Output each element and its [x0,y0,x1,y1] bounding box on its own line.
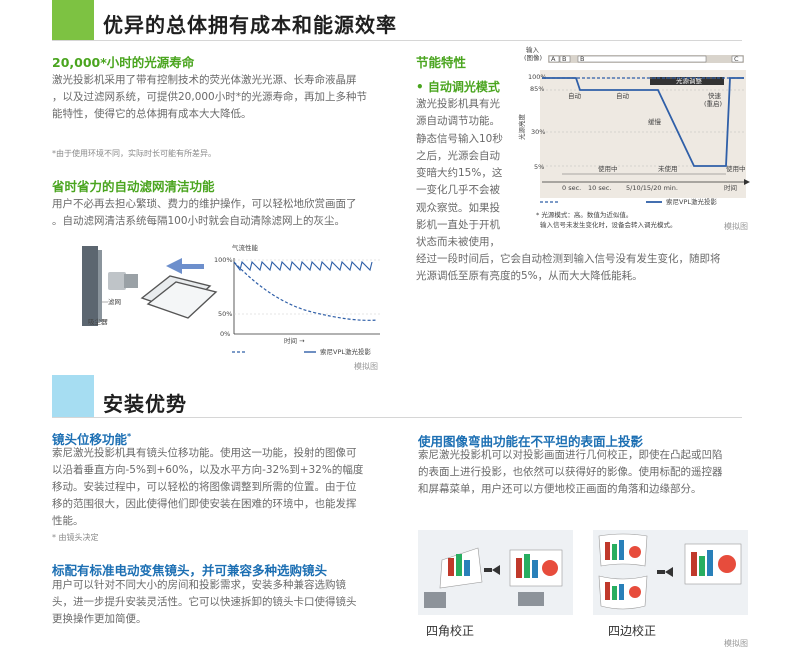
dimming-x-10: 10 sec. [588,184,611,192]
dimming-y-30: 30% [531,128,545,136]
energy-wide-text: 经过一段时间后，它会自动检测到输入信号没有发生变化，随即将 光源调低至原有亮度的… [416,253,721,282]
band-auto2: 自动 [616,91,630,100]
status-not-used: 未使用 [658,164,678,173]
airflow-legend: 索尼VPL激光投影 [320,347,371,356]
filter-text: 用户不必再去担心繁琐、费力的维护操作，可以轻松地欣赏画面了 。自动滤网清洁系统每… [52,198,357,227]
dimming-y-85: 85% [530,85,544,93]
section2-title: 安装优势 [103,392,187,416]
airflow-chart-title: 气流性能 [232,243,259,252]
dimming-footnote-1: * 光源模式：高。数值为近似值。 [536,210,632,219]
arrow-icon [166,258,182,274]
lamp-life-heading: 20,000*小时的光源寿命 [52,55,195,70]
four-side-caption: 四边校正 [608,624,657,638]
lens-std-heading: 标配有标准电动变焦镜头，并可兼容多种选购镜头 [52,563,328,578]
airflow-y-tick-100: 100% [214,256,233,264]
auto-dim-heading: • 自动调光模式 [416,80,500,94]
arrow-right-icon [492,565,500,575]
segment-a: A [551,55,556,63]
band-auto1: 自动 [568,91,582,100]
segment-b2: B [580,55,584,63]
band-fast-sub: (重启) [704,99,722,108]
lens-shift-text: 索尼激光投影机具有镜头位移功能。使用这一功能，投射的图像可 以沿着垂直方向-5%… [52,447,364,527]
four-corner-caption: 四角校正 [426,624,475,638]
warp-sim-label: 模拟图 [724,639,748,648]
dimming-footnote-2: 输入信号未发生变化时，设备会转入调光模式。 [540,220,677,229]
status-in-use-2: 使用中 [726,164,746,173]
segment-b1: B [562,55,566,63]
dimming-y-5: 5% [534,163,544,171]
dimming-legend: 索尼VPL激光投影 [666,197,717,206]
dimming-y-100: 100% [528,73,547,81]
filter-device-illustration: 滤网 吸尘器 [82,246,218,326]
filter-sim-label: 模拟图 [354,362,378,371]
filter-label: 滤网 [108,297,121,306]
four-side-illustration [593,530,748,615]
section2-accent-bar [52,375,94,417]
dust-label: 吸尘器 [88,317,108,326]
status-in-use: 使用中 [598,164,618,173]
airflow-chart: 气流性能 100% 50% 0% 时间 → 索尼VPL激光投影 [214,243,380,356]
section1-divider [52,40,742,41]
section1-title: 优异的总体拥有成本和能源效率 [103,13,397,37]
four-corner-illustration [418,530,573,615]
dimming-input-label: 输入 [526,45,540,54]
energy-heading: 节能特性 [416,55,467,70]
airflow-decay-series [233,261,378,321]
filter-heading: 省时省力的自动滤网清洁功能 [52,179,215,194]
dimming-laser-series [542,77,744,167]
warp-heading: 使用图像弯曲功能在不平坦的表面上投影 [418,434,644,449]
airflow-laser-series [233,260,373,272]
section1-accent-bar [52,0,94,40]
dimming-y-label: 光源亮度 [518,114,526,141]
airflow-x-label: 时间 → [284,336,305,345]
dimming-x-min: 5/10/15/20 min. [626,184,678,192]
band-fast: 快速 [708,91,722,100]
energy-sim-label: 模拟图 [724,222,748,231]
airflow-y-tick-0: 0% [220,330,230,338]
dimming-x-0: 0 sec. [562,184,581,192]
lens-shift-heading: 镜头位移功能* [52,431,132,447]
section2-divider [52,417,742,418]
band-slow: 缓慢 [648,117,662,126]
warp-text: 索尼激光投影机可以对投影画面进行几何校正，即使在凸起或凹陷 的表面上进行投影，也… [418,449,723,495]
arrow-right-icon [665,567,673,577]
segment-c: C [734,55,739,63]
lamp-life-text: 激光投影机采用了带有控制技术的荧光体激光光源、长寿命液晶屏 ，以及过滤网系统，可… [52,74,367,120]
lens-shift-note: * 由镜头决定 [52,533,99,542]
dimming-chart: 输入 (图像) A B B C 光源亮度 100% 85% 30% 5% 光源调… [518,45,750,229]
airflow-y-tick-50: 50% [218,310,232,318]
lamp-life-note: *由于使用环境不同，实际时长可能有所差异。 [52,149,216,158]
band-adjust: 光源调整 [676,76,703,85]
dimming-x-label: 时间 [724,183,737,192]
dimming-input-sub: (图像) [524,53,542,62]
energy-col-text: 激光投影机具有光 源自动调节功能。 静态信号输入10秒 之后，光源会自动 变暗大… [416,98,503,249]
lens-std-text: 用户可以针对不同大小的房间和投影需求，安装多种兼容选购镜 头，进一步提升安装灵活… [52,579,357,625]
